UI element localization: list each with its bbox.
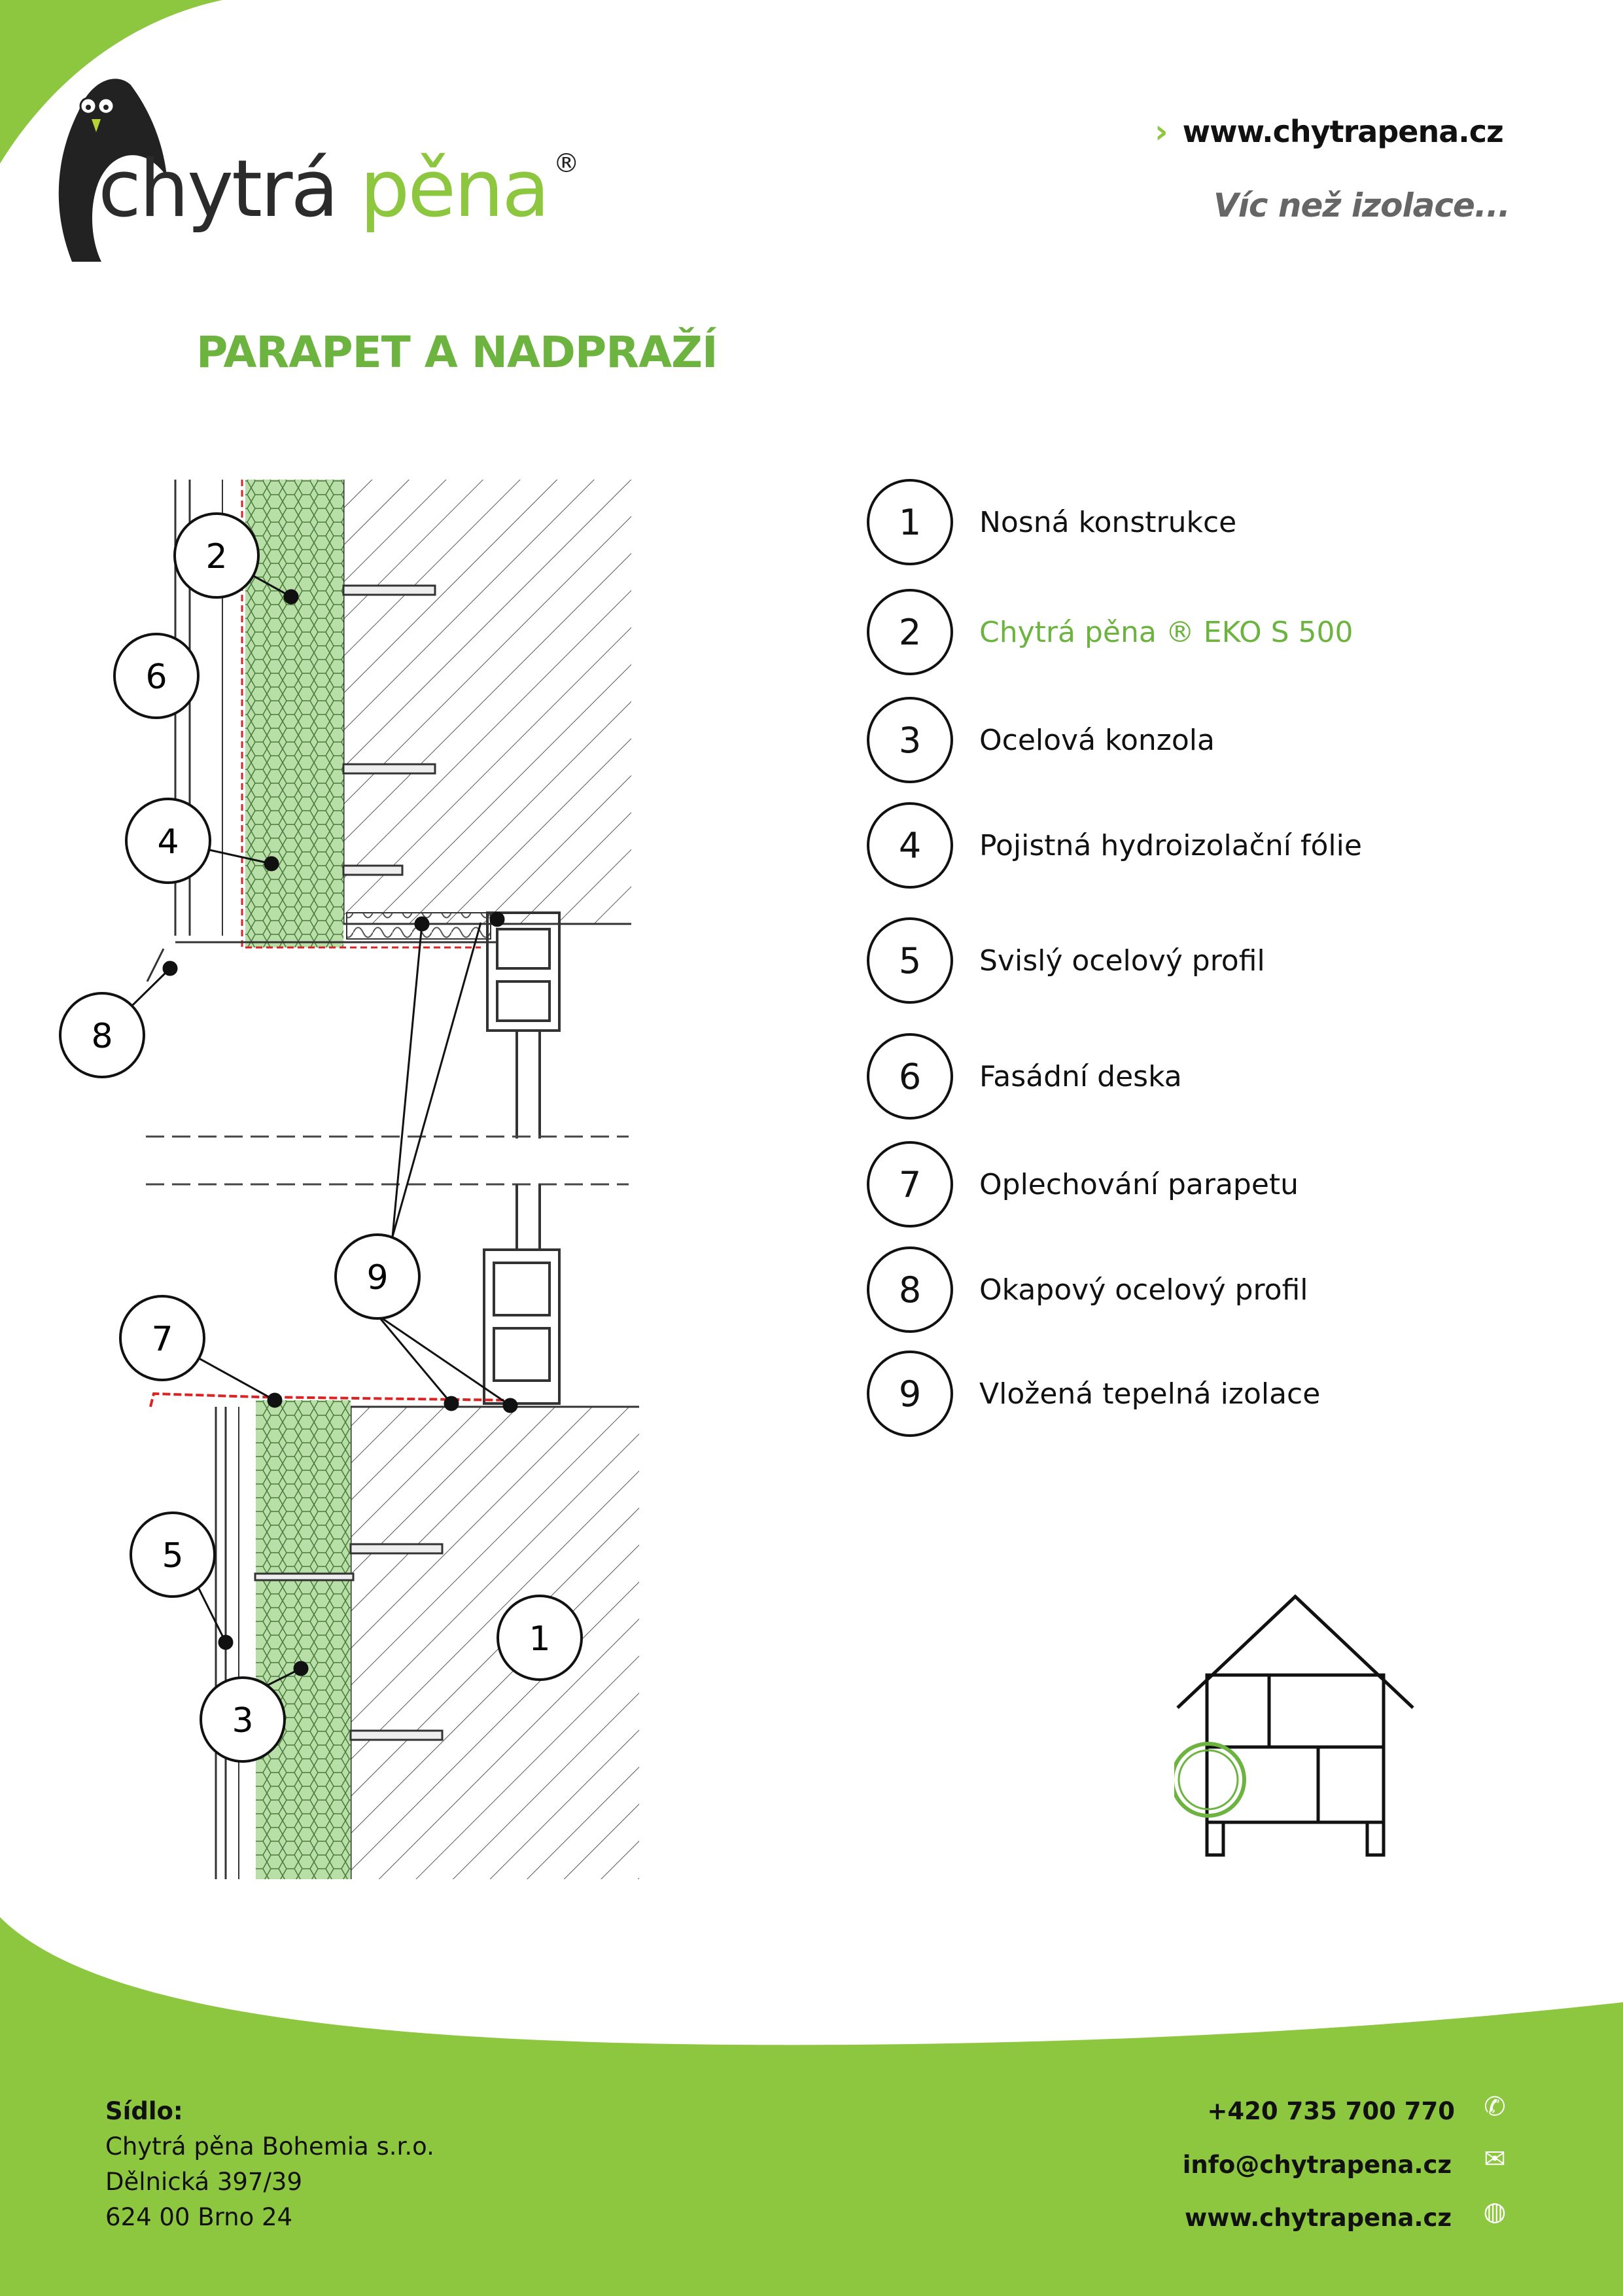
callout-number: 3 <box>232 1701 253 1740</box>
legend-label: Okapový ocelový profil <box>979 1273 1308 1307</box>
callout-8: 8 <box>59 992 145 1078</box>
logo-text-green: pěna <box>360 144 550 235</box>
legend-number: 1 <box>867 479 953 565</box>
chevron-right-icon: › <box>1155 113 1168 150</box>
legend-label: Chytrá pěna ® EKO S 500 <box>979 615 1353 649</box>
parapet-lintel-detail-drawing: 1 2 3 4 5 6 7 8 9 <box>59 480 639 1879</box>
callout-1: 1 <box>497 1595 583 1681</box>
callout-7: 7 <box>119 1295 205 1381</box>
legend-item-6: 6 Fasádní deska <box>867 1031 1182 1122</box>
legend-item-2: 2 Chytrá pěna ® EKO S 500 <box>867 586 1353 678</box>
footer-heading: Sídlo: <box>105 2097 183 2125</box>
legend-label: Svislý ocelový profil <box>979 944 1265 978</box>
legend-label: Pojistná hydroizolační fólie <box>979 828 1362 862</box>
detail-location-marker <box>1174 1742 1246 1818</box>
callout-number: 2 <box>205 537 227 576</box>
footer-city: 624 00 Brno 24 <box>105 2203 293 2231</box>
footer-street: Dělnická 397/39 <box>105 2168 302 2196</box>
load-bearing-wall-upper <box>343 480 631 924</box>
callout-number: 8 <box>91 1017 113 1056</box>
callout-9: 9 <box>334 1233 421 1320</box>
callout-4: 4 <box>125 798 211 884</box>
legend-number: 8 <box>867 1246 953 1333</box>
callout-number: 9 <box>366 1258 388 1298</box>
phone-icon: ✆ <box>1484 2092 1506 2122</box>
legend-number: 7 <box>867 1141 953 1227</box>
legend-label: Vložená tepelná izolace <box>979 1377 1321 1411</box>
tagline: Víc než izolace... <box>1213 186 1510 224</box>
callout-6: 6 <box>113 633 200 719</box>
legend-item-1: 1 Nosná konstrukce <box>867 476 1236 568</box>
footer-green-band <box>0 1917 1623 2296</box>
legend-item-7: 7 Oplechování parapetu <box>867 1139 1299 1230</box>
callout-number: 7 <box>151 1320 173 1359</box>
callout-number: 4 <box>157 822 179 862</box>
legend-number: 4 <box>867 802 953 889</box>
load-bearing-wall-lower <box>351 1407 639 1879</box>
legend-label: Fasádní deska <box>979 1059 1182 1093</box>
legend-number: 6 <box>867 1033 953 1120</box>
footer-company: Chytrá pěna Bohemia s.r.o. <box>105 2132 434 2161</box>
callout-3: 3 <box>200 1676 286 1763</box>
house-location-icon <box>1174 1594 1414 1857</box>
legend-item-5: 5 Svislý ocelový profil <box>867 915 1265 1006</box>
legend-number: 9 <box>867 1351 953 1437</box>
legend-number: 2 <box>867 589 953 675</box>
legend-number: 5 <box>867 917 953 1004</box>
legend-label: Nosná konstrukce <box>979 505 1237 539</box>
sill-flashing <box>149 1392 511 1407</box>
callout-5: 5 <box>130 1511 216 1598</box>
penguin-icon <box>58 79 167 262</box>
legend-number: 3 <box>867 697 953 783</box>
foam-insulation-lower <box>256 1400 351 1879</box>
globe-icon: ◍ <box>1483 2197 1507 2227</box>
logo-text-dark: chytrá <box>98 144 339 235</box>
window-frame-upper <box>486 911 561 1139</box>
top-left-green-swoosh <box>0 0 222 164</box>
legend-item-8: 8 Okapový ocelový profil <box>867 1244 1308 1335</box>
callouts: 1 2 3 4 5 6 7 8 9 <box>59 512 583 1763</box>
legend-item-3: 3 Ocelová konzola <box>867 694 1215 786</box>
registered-mark: ® <box>553 149 580 179</box>
callout-number: 5 <box>162 1536 183 1576</box>
callout-number: 6 <box>145 658 167 697</box>
foam-insulation-upper <box>245 480 343 947</box>
legend-label: Ocelová konzola <box>979 723 1215 757</box>
header-url: www.chytrapena.cz <box>1182 114 1504 149</box>
page-title: PARAPET A NADPRAŽÍ <box>196 327 718 378</box>
callout-2: 2 <box>173 512 260 599</box>
footer-address: Sídlo: Chytrá pěna Bohemia s.r.o. Dělnic… <box>105 2094 434 2235</box>
header-url-link[interactable]: › www.chytrapena.cz <box>1155 113 1504 150</box>
window-frame-lower <box>483 1184 561 1405</box>
envelope-icon: ✉ <box>1484 2144 1506 2174</box>
footer-email[interactable]: info@chytrapena.cz <box>1182 2151 1452 2179</box>
legend-label: Oplechování parapetu <box>979 1167 1299 1201</box>
brand-logo[interactable]: chytrá pěna ® <box>52 72 628 262</box>
footer-phone[interactable]: +420 735 700 770 <box>1207 2097 1455 2125</box>
legend-item-4: 4 Pojistná hydroizolační fólie <box>867 800 1362 891</box>
callout-number: 1 <box>529 1619 550 1659</box>
legend-item-9: 9 Vložená tepelná izolace <box>867 1348 1320 1439</box>
footer-web[interactable]: www.chytrapena.cz <box>1185 2204 1452 2232</box>
